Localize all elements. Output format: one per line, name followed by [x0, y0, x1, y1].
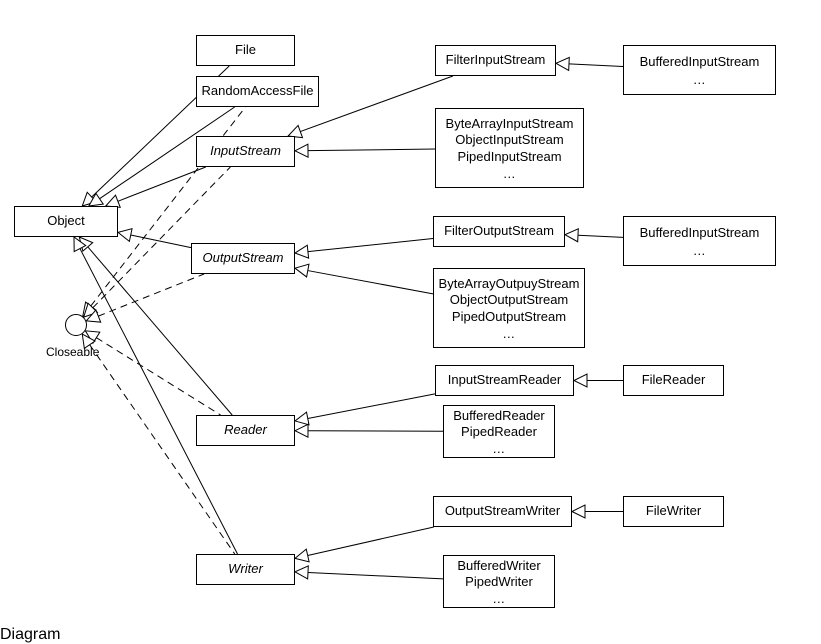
uml-class-box-file-writer[interactable]: FileWriter	[623, 496, 724, 527]
uml-class-name: BufferedWriter	[457, 557, 541, 573]
uml-class-name: File	[235, 42, 256, 58]
edge-bufferedinputstream2-extends-filteroutputstream	[563, 227, 624, 243]
edge-outputstream-implements-closeable	[85, 273, 205, 323]
uml-class-box-object[interactable]: Object	[14, 206, 118, 237]
edge-inputstreamreader-extends-reader	[293, 393, 436, 426]
uml-class-name: OutputStreamWriter	[444, 503, 561, 519]
uml-class-box-input-stream-reader[interactable]: InputStreamReader	[435, 365, 574, 396]
arrowhead-hollow-triangle	[293, 263, 310, 278]
uml-class-name: BufferedReader	[453, 407, 545, 423]
uml-class-name: ObjectInputStream	[455, 132, 564, 148]
uml-class-name: FilterOutputStream	[444, 223, 554, 239]
edge-filewriter-extends-outputstreamwriter	[570, 504, 623, 519]
uml-class-name: BufferedInputStream	[639, 54, 760, 70]
uml-class-box-input-stream[interactable]: InputStream	[196, 136, 295, 167]
arrowhead-hollow-triangle	[293, 423, 309, 439]
edge-inputstream-extends-object	[104, 166, 206, 208]
uml-class-box-reader[interactable]: Reader	[196, 415, 295, 446]
uml-class-box-file[interactable]: File	[196, 35, 295, 66]
uml-class-name: ObjectOutputStream	[449, 292, 569, 308]
uml-class-name: Writer	[228, 561, 263, 577]
uml-class-ellipsis: ...	[492, 441, 506, 457]
edge-reader-implements-closeable	[84, 330, 221, 416]
arrowhead-hollow-triangle	[82, 301, 97, 318]
uml-class-name: InputStream	[210, 143, 281, 159]
arrowhead-hollow-triangle	[82, 302, 99, 318]
uml-class-box-output-stream-writer[interactable]: OutputStreamWriter	[433, 496, 572, 527]
arrowhead-hollow-triangle	[570, 504, 586, 519]
arrowhead-hollow-triangle	[85, 309, 102, 323]
uml-class-ellipsis: ...	[693, 242, 706, 258]
arrowhead-hollow-triangle	[293, 565, 309, 580]
uml-class-ellipsis: ...	[693, 71, 706, 87]
uml-class-name: RandomAccessFile	[201, 83, 314, 99]
uml-class-name: InputStreamReader	[447, 372, 562, 388]
uml-class-name: ByteArrayInputStream	[445, 116, 574, 132]
edge-readerothers-extends-reader	[293, 423, 444, 439]
uml-class-name: Object	[47, 213, 85, 229]
uml-class-name: BufferedInputStream	[639, 225, 760, 241]
arrowhead-hollow-triangle	[293, 411, 310, 426]
uml-class-box-filter-input-stream[interactable]: FilterInputStream	[435, 45, 556, 76]
uml-class-name: PipedReader	[461, 424, 537, 439]
edge-filereader-extends-inputstreamreader	[572, 373, 623, 388]
uml-class-name: PipedWriter	[465, 574, 533, 589]
uml-class-ellipsis: ...	[492, 591, 506, 607]
interface-label-closeable: Closeable	[46, 345, 100, 359]
uml-class-box-buffered-input-stream-1[interactable]: BufferedInputStream...	[623, 45, 776, 95]
uml-class-ellipsis: ...	[503, 165, 516, 181]
uml-class-name: ByteArrayOutpuyStream	[438, 276, 580, 292]
arrowhead-hollow-triangle	[73, 236, 87, 253]
uml-class-name: PipedOutputStream	[451, 308, 567, 324]
uml-class-name: FileWriter	[645, 503, 702, 519]
arrowhead-hollow-triangle	[293, 143, 309, 158]
arrowhead-hollow-triangle	[78, 236, 94, 253]
uml-class-name: PipedInputStream	[457, 148, 562, 164]
arrowhead-hollow-triangle	[554, 56, 570, 72]
edge-bufferedinputstream-extends-filterinputstream	[554, 56, 624, 72]
edge-outputstreamothers-extends-outputstream	[293, 263, 434, 295]
uml-class-ellipsis: ...	[502, 325, 516, 341]
uml-class-box-writer[interactable]: Writer	[196, 554, 295, 585]
uml-class-box-buffered-input-stream-2[interactable]: BufferedInputStream...	[623, 216, 776, 266]
uml-class-name: Reader	[224, 422, 267, 438]
arrowhead-hollow-triangle	[293, 548, 310, 563]
uml-class-box-file-reader[interactable]: FileReader	[623, 365, 724, 396]
arrowhead-hollow-triangle	[81, 191, 98, 207]
arrowhead-hollow-triangle	[572, 373, 588, 388]
edge-outputstream-extends-object	[116, 227, 192, 249]
interface-ball-closeable[interactable]	[65, 314, 87, 336]
edge-writerothers-extends-writer	[293, 565, 444, 580]
arrowhead-hollow-triangle	[563, 227, 579, 243]
uml-class-name: FilterInputStream	[445, 52, 546, 68]
uml-class-box-output-stream[interactable]: OutputStream	[191, 243, 295, 274]
arrowhead-hollow-triangle	[116, 227, 133, 243]
edge-filteroutputstream-extends-outputstream	[293, 237, 434, 259]
arrowhead-hollow-triangle	[84, 330, 101, 345]
edge-writer-extends-object	[73, 236, 238, 555]
uml-class-name: OutputStream	[202, 250, 284, 266]
arrowhead-hollow-triangle	[87, 192, 105, 207]
edge-outputstreamwriter-extends-writer	[293, 526, 434, 563]
edge-inputstreamothers-extends-inputstream	[293, 143, 436, 158]
uml-class-name: FileReader	[641, 372, 706, 388]
uml-class-box-filter-output-stream[interactable]: FilterOutputStream	[433, 216, 565, 247]
arrowhead-hollow-triangle	[293, 244, 310, 259]
uml-class-box-random-access-file[interactable]: RandomAccessFile	[196, 76, 319, 107]
